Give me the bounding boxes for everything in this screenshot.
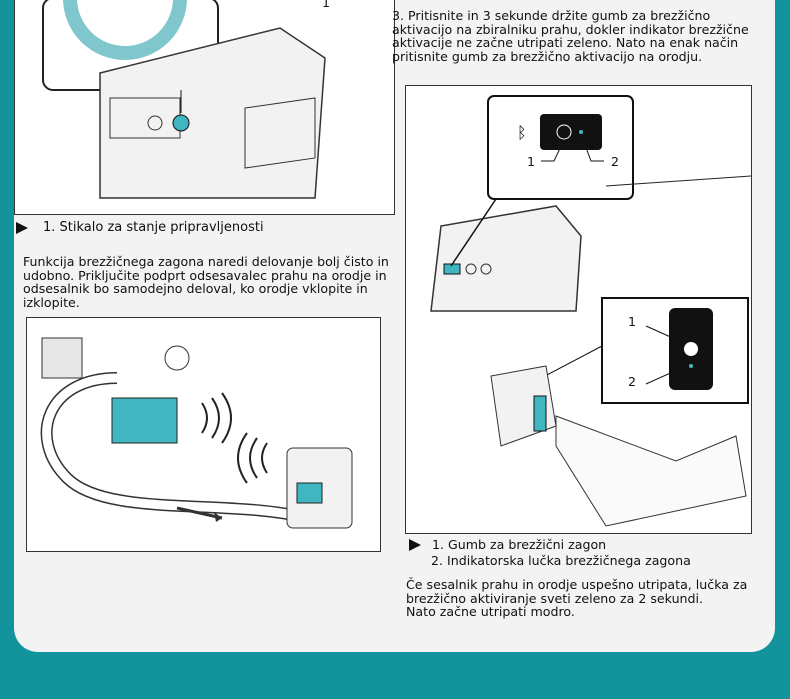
intro-paragraph: Funkcija brezžičnega zagona naredi delov… <box>23 254 389 310</box>
figure3-callout-2b: 2 <box>628 374 637 389</box>
figure3-callout-1b: 1 <box>628 314 637 329</box>
legend-bullet-icon <box>409 539 421 551</box>
figure-activation-buttons: ᛒ <box>405 85 752 534</box>
figure1-callout: 1 <box>322 0 331 10</box>
figure-standby-switch <box>14 0 395 215</box>
step3-paragraph: 3. Pritisnite in 3 sekunde držite gumb z… <box>392 8 749 64</box>
figure3-callout-2a: 2 <box>611 154 620 169</box>
figure-wireless-start <box>26 317 381 552</box>
legend-bullet-icon <box>16 222 28 234</box>
figure3-legend-2: 2. Indikatorska lučka brezžičnega zagona <box>431 553 691 568</box>
figure3-legend-1: 1. Gumb za brezžični zagon <box>432 537 607 552</box>
result-paragraph: Če sesalnik prahu in orodje uspešno utri… <box>406 577 748 620</box>
svg-text:ᛒ: ᛒ <box>517 123 527 142</box>
figure1-legend: 1. Stikalo za stanje pripravljenosti <box>43 220 264 235</box>
figure3-callout-1a: 1 <box>527 154 536 169</box>
